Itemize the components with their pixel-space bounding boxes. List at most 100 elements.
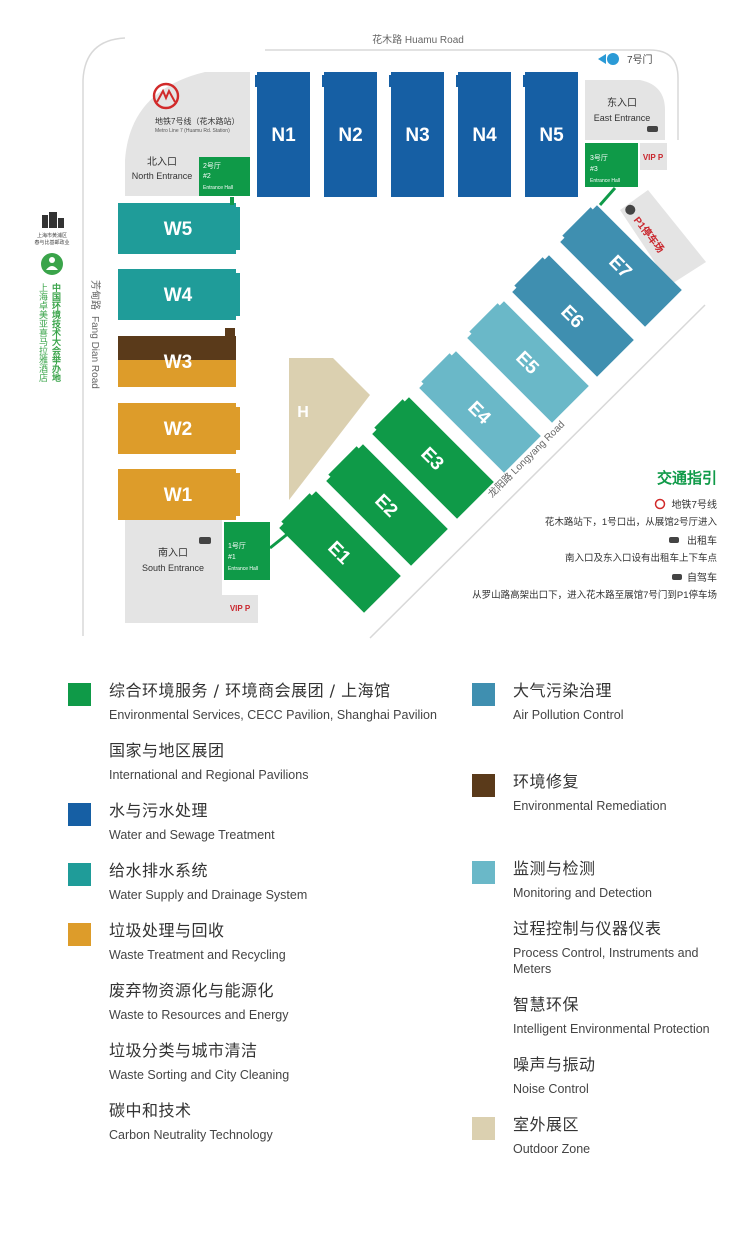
hall-edge: [236, 473, 240, 516]
hall-e1[interactable]: E1: [277, 489, 401, 613]
hall-w3[interactable]: W3: [118, 328, 236, 387]
hall-n5[interactable]: N5: [523, 72, 578, 197]
hall-edge: [421, 353, 453, 385]
north-entrance-label: 北入口: [147, 156, 177, 168]
legend-group-brown: 环境修复 Environmental Remediation: [472, 771, 722, 814]
hall-notch: [255, 75, 258, 87]
entrance-hall-3-label: 3号厅: [590, 154, 608, 162]
legend-swatch-beige: [472, 1117, 495, 1140]
legend-item-en: International and Regional Pavilions: [109, 768, 309, 782]
metro-line-label: 地铁7号线（花木路站）: [155, 116, 239, 126]
venue-map: 花木路 Huamu Road 芳甸路Fang Dian Road 龙阳路 Lon…: [34, 33, 718, 639]
metro-icon: [152, 82, 180, 110]
metro-guide-desc: 花木路站下，1号口出，从展馆2号厅进入: [545, 516, 718, 528]
entrance-hall-2-num: #2: [203, 173, 211, 180]
hall-w4[interactable]: W4: [118, 269, 240, 320]
legend-item-zh: 噪声与振动: [513, 1055, 596, 1074]
hall-w5[interactable]: W5: [118, 203, 240, 254]
hall-label: N5: [539, 125, 564, 146]
hall-n3[interactable]: N3: [389, 72, 444, 197]
taxi-icon: [647, 126, 658, 132]
legend-item: 国家与地区展团 International and Regional Pavili…: [109, 740, 448, 783]
hall-w1[interactable]: W1: [118, 469, 240, 520]
building-icon: [42, 212, 64, 228]
hotel-note-line1: 上海市黄浦区: [37, 232, 67, 239]
hall-block-remediation: [118, 336, 236, 360]
legend-item: 噪声与振动 Noise Control: [513, 1054, 722, 1097]
entrance-hall-3-num: #3: [590, 166, 598, 173]
hall-e2[interactable]: E2: [324, 442, 448, 566]
legend-item-en: Water Supply and Drainage System: [109, 888, 308, 902]
east-entrance-zone: [585, 80, 665, 140]
hall-label: W4: [164, 285, 193, 306]
hall-block: [118, 469, 236, 520]
legend-item: 综合环境服务 / 环境商会展团 / 上海馆 Environmental Servi…: [109, 680, 448, 723]
vip-parking-south[interactable]: VIP P: [230, 604, 251, 613]
legend-item-en: Water and Sewage Treatment: [109, 828, 275, 842]
hall-block: [118, 203, 236, 254]
hall-edge: [328, 446, 360, 478]
east-entrance-label-en: East Entrance: [594, 113, 651, 123]
hall-e3[interactable]: E3: [370, 395, 494, 519]
hall-edge: [562, 207, 594, 239]
legend-item-en: Intelligent Environmental Protection: [513, 1022, 710, 1036]
hall-edge: [236, 407, 240, 450]
hall-n4[interactable]: N4: [456, 72, 511, 197]
hall-edge: [514, 257, 546, 289]
venue-icon-mark: [49, 257, 55, 263]
metro-line-label-en: Metro Line 7 (Huamu Rd. Station): [155, 128, 230, 134]
legend-item-zh: 环境修复: [513, 772, 580, 791]
legend-item-zh: 监测与检测: [513, 859, 596, 878]
hall-label: N2: [338, 125, 362, 146]
legend-item-en: Air Pollution Control: [513, 708, 624, 722]
metro-station[interactable]: 地铁7号线（花木路站） Metro Line 7 (Huamu Rd. Stat…: [152, 82, 239, 134]
vip-parking-east[interactable]: VIP P: [643, 153, 664, 162]
legend-item-zh: 室外展区: [513, 1115, 580, 1134]
hall-block: [372, 397, 494, 519]
legend-item-zh: 智慧环保: [513, 995, 580, 1014]
legend-item-en: Environmental Remediation: [513, 799, 667, 813]
legend-swatch-dark-blue: [68, 803, 91, 826]
connector-e7-h3: [598, 187, 617, 206]
legend-item-zh: 综合环境服务 / 环境商会展团 / 上海馆: [109, 681, 391, 700]
taxi-icon: [199, 537, 211, 544]
legend-item-zh: 国家与地区展团: [109, 741, 225, 760]
outdoor-zone-h[interactable]: H: [289, 358, 370, 500]
legend-item-en: Waste to Resources and Energy: [109, 1008, 289, 1022]
entrance-hall-2[interactable]: 2号厅 #2 Entrance Hall: [199, 157, 250, 196]
entrance-hall-3[interactable]: 3号厅 #3 Entrance Hall: [585, 143, 638, 187]
venue-icon: [41, 253, 63, 275]
hall-n1[interactable]: N1: [255, 72, 310, 197]
hall-n2[interactable]: N2: [322, 72, 377, 197]
hotel-note-line2: 春与比基邮政业: [34, 239, 69, 246]
hall-notch: [523, 75, 526, 87]
hall-block: [324, 72, 377, 197]
entrance-hall-1-en: Entrance Hall: [228, 566, 258, 572]
hall-e6[interactable]: E6: [510, 253, 634, 377]
gate-7-arrow: [598, 54, 606, 64]
legend: 综合环境服务 / 环境商会展团 / 上海馆 Environmental Servi…: [0, 680, 756, 1240]
entrance-hall-1[interactable]: 1号厅 #1 Entrance Hall: [224, 522, 270, 580]
hall-e5[interactable]: E5: [465, 299, 589, 423]
hall-e4[interactable]: E4: [417, 349, 541, 473]
huamu-road-label: 花木路 Huamu Road: [372, 33, 464, 46]
hall-e7[interactable]: E7: [558, 203, 682, 327]
legend-item-en: Noise Control: [513, 1082, 589, 1096]
gate-7[interactable]: 7号门: [598, 53, 653, 66]
entrance-hall-2-label: 2号厅: [203, 162, 221, 170]
vip-parking-south-zone: [222, 595, 258, 623]
hall-w2[interactable]: W2: [118, 403, 240, 454]
legend-item-en: Environmental Services, CECC Pavilion, S…: [109, 708, 437, 722]
p1-parking-zone: [620, 190, 706, 285]
hall-block-waste: [118, 360, 236, 387]
entrance-hall-1-block: [224, 522, 270, 580]
legend-left-column: 综合环境服务 / 环境商会展团 / 上海馆 Environmental Servi…: [68, 680, 448, 1160]
metro-guide-title: 地铁7号线: [671, 498, 717, 511]
connector-e1-h1: [269, 530, 291, 550]
entrance-hall-2-en: Entrance Hall: [203, 185, 233, 191]
